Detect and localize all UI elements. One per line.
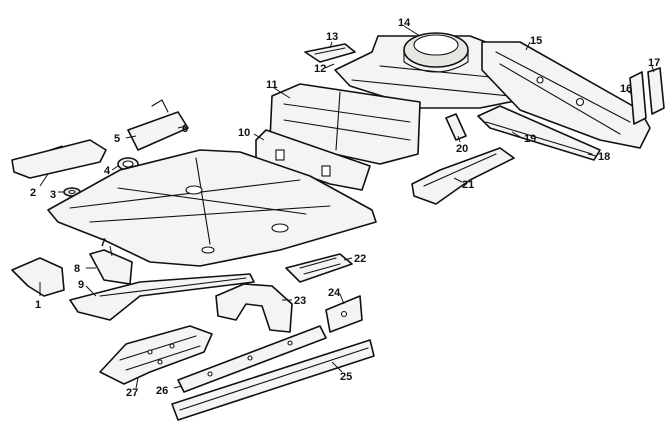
- callout-5: 5: [114, 133, 120, 145]
- part-outer-sill-25: [171, 339, 375, 421]
- callout-20: 20: [456, 143, 468, 155]
- part-bracket-7-8: [89, 249, 133, 285]
- callout-25: 25: [340, 371, 352, 383]
- callout-10: 10: [238, 127, 250, 139]
- callout-8: 8: [74, 263, 80, 275]
- callout-9: 9: [78, 279, 84, 291]
- callout-11: 11: [266, 79, 278, 91]
- callout-13: 13: [326, 31, 338, 43]
- part-front-panel-2: [11, 139, 107, 179]
- part-plate-20: [445, 113, 467, 141]
- callout-19: 19: [524, 133, 536, 145]
- part-sill-rail-9: [69, 273, 255, 321]
- part-rear-crossmember: [477, 105, 601, 161]
- part-saddle-23: [215, 283, 293, 333]
- part-rear-upright-16: [629, 71, 647, 125]
- callout-27: 27: [126, 387, 138, 399]
- part-rear-side-member: [481, 41, 651, 149]
- part-inner-sill-26: [177, 325, 327, 393]
- part-front-floor-pan: [47, 149, 377, 267]
- part-rear-upright-17: [647, 67, 665, 115]
- callout-12: 12: [314, 63, 326, 75]
- callout-14: 14: [398, 17, 411, 29]
- callout-15: 15: [530, 35, 542, 47]
- part-bracket-24: [325, 295, 363, 333]
- callout-21: 21: [462, 179, 474, 191]
- callout-labels: 1 2 3 4 5 6 7 8 9 10 11 12 13 14 15 16 1…: [30, 17, 660, 399]
- part-bracket-21: [411, 147, 515, 205]
- callout-26: 26: [156, 385, 168, 397]
- part-heat-shield-27: [99, 325, 213, 385]
- callout-22: 22: [354, 253, 366, 265]
- callout-18: 18: [598, 151, 610, 163]
- callout-1: 1: [35, 299, 41, 311]
- callout-16: 16: [620, 83, 632, 95]
- callout-23: 23: [294, 295, 306, 307]
- callout-3: 3: [50, 189, 56, 201]
- part-panel-22: [285, 253, 353, 283]
- callout-24: 24: [328, 287, 341, 299]
- part-corner-1: [11, 257, 65, 297]
- callout-2: 2: [30, 187, 36, 199]
- leader-lines: [39, 25, 655, 389]
- part-bracket-5-6: [127, 99, 189, 151]
- callout-7: 7: [100, 237, 106, 249]
- callout-17: 17: [648, 57, 660, 69]
- part-bracket-13: [304, 43, 356, 63]
- callout-6: 6: [182, 123, 188, 135]
- callout-4: 4: [104, 165, 111, 177]
